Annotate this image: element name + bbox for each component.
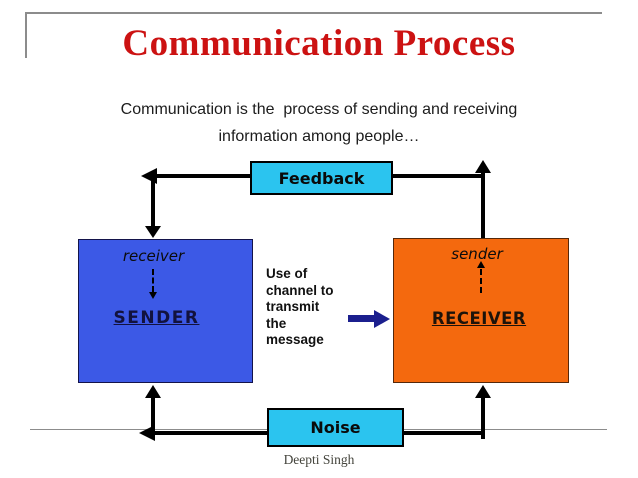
subtitle: Communication is the process of sending … bbox=[0, 96, 638, 150]
feedback-to-sender-arrowhead-down-icon bbox=[145, 226, 161, 238]
feedback-box: Feedback bbox=[250, 161, 393, 195]
noise-to-receiver-line-h bbox=[400, 431, 483, 435]
feedback-to-sender-line-v bbox=[151, 176, 155, 232]
noise-label: Noise bbox=[310, 418, 361, 437]
frame-top-line bbox=[25, 12, 602, 14]
sender-dashed-line bbox=[152, 269, 154, 292]
channel-note: Use of channel to transmit the message bbox=[266, 266, 334, 347]
sender-box: receiver SENDER bbox=[78, 239, 253, 383]
subtitle-line-1: Communication is the process of sending … bbox=[120, 101, 518, 118]
noise-to-sender-arrowhead-up-icon bbox=[145, 385, 161, 398]
receiver-box: sender RECEIVER bbox=[393, 238, 569, 383]
receiver-dashed-arrowhead-up-icon bbox=[477, 261, 485, 268]
noise-to-sender-line-h bbox=[153, 431, 267, 435]
feedback-to-sender-line-h bbox=[155, 174, 250, 178]
noise-to-receiver-arrowhead-up-icon bbox=[475, 385, 491, 398]
footer-credit: Deepti Singh bbox=[283, 452, 355, 467]
noise-to-sender-arrowhead-left-icon bbox=[139, 425, 155, 441]
receiver-to-feedback-line-v bbox=[481, 172, 485, 238]
subtitle-line-2: information among people… bbox=[218, 128, 420, 145]
feedback-label: Feedback bbox=[278, 168, 365, 188]
sender-corner-label: receiver bbox=[122, 247, 185, 265]
channel-arrow-head-icon bbox=[374, 310, 390, 328]
receiver-dashed-line bbox=[480, 269, 482, 293]
receiver-to-feedback-arrowhead-up-icon bbox=[475, 160, 491, 173]
receiver-corner-label: sender bbox=[451, 245, 503, 263]
noise-to-receiver-line-v bbox=[481, 394, 485, 439]
channel-arrow-stem bbox=[348, 315, 375, 322]
receiver-name: RECEIVER bbox=[431, 309, 527, 328]
sender-dashed-arrowhead-down-icon bbox=[149, 292, 157, 299]
slide-title: Communication Process bbox=[122, 23, 516, 64]
sender-name: SENDER bbox=[113, 308, 200, 328]
receiver-to-feedback-line-h bbox=[391, 174, 483, 178]
frame-left-line bbox=[25, 12, 27, 58]
noise-to-sender-line-v bbox=[151, 394, 155, 434]
noise-box: Noise bbox=[267, 408, 404, 447]
